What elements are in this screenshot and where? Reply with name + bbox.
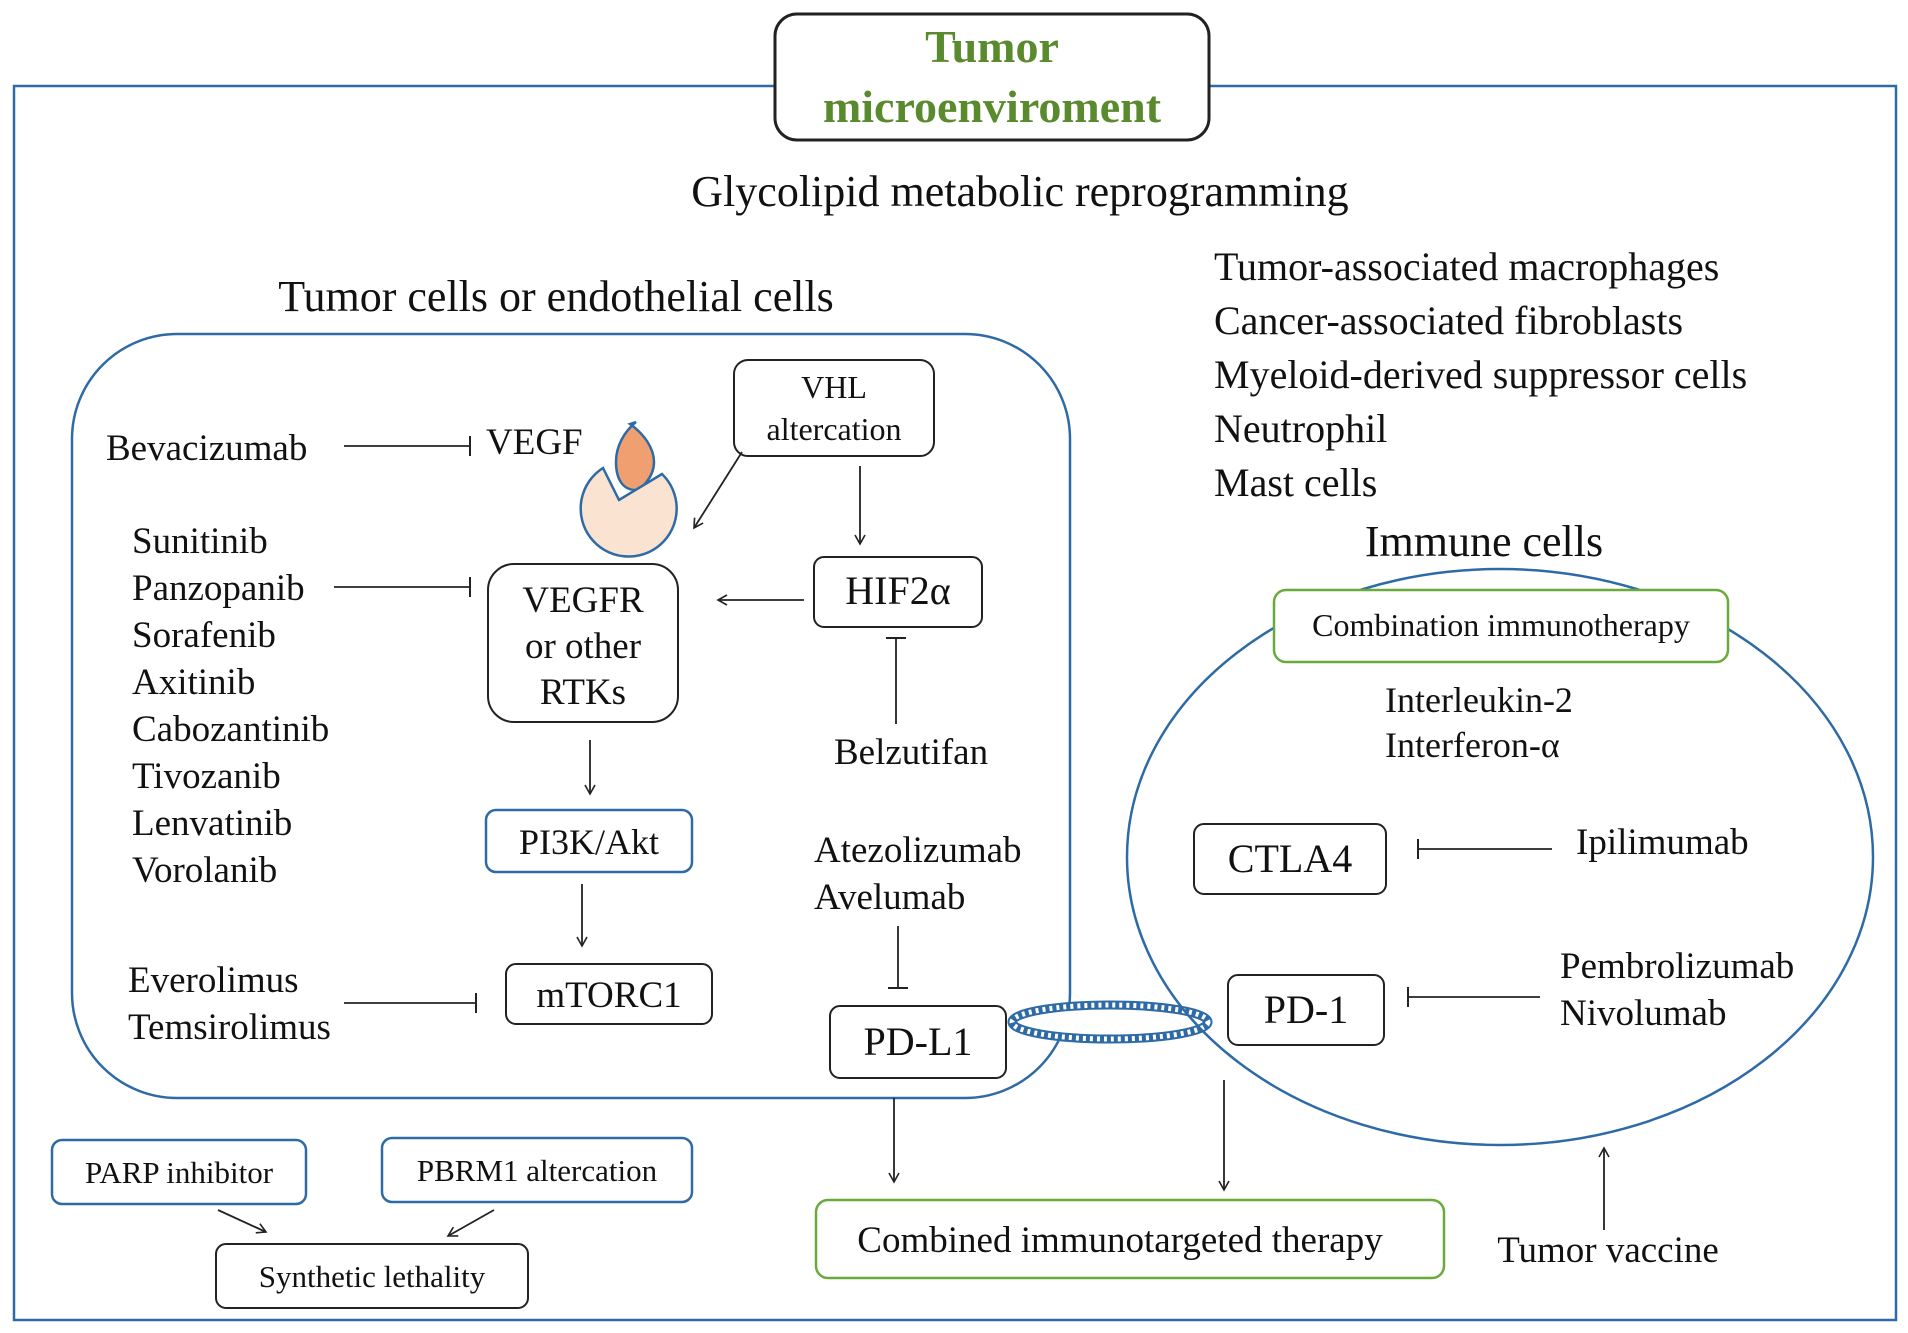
drug-bevacizumab: Bevacizumab [106, 428, 307, 469]
cytokine-interferon-alpha: Interferon-α [1385, 725, 1560, 765]
synthetic-lethality-box [215, 1243, 529, 1309]
drug-sorafenib: Sorafenib [132, 615, 276, 656]
drug-vorolanib: Vorolanib [132, 850, 277, 891]
tumor-cells-heading: Tumor cells or endothelial cells [278, 272, 834, 321]
pi3k-akt-box [484, 808, 694, 874]
subtitle: Glycolipid metabolic reprogramming [691, 167, 1348, 216]
drug-belzutifan: Belzutifan [834, 732, 988, 773]
cell-cancer-associated-fibroblasts: Cancer-associated fibroblasts [1214, 298, 1683, 343]
label-vegf: VEGF [486, 422, 583, 463]
title-line2: microenviroment [823, 81, 1162, 132]
drug-atezolizumab: Atezolizumab [814, 830, 1022, 871]
drug-ipilimumab: Ipilimumab [1576, 822, 1749, 863]
vegfr-box [487, 563, 679, 723]
parp-inhibitor-label: PARP inhibitor [85, 1155, 274, 1190]
stromal-cell-list: Tumor-associated macrophages Cancer-asso… [1214, 244, 1747, 505]
cell-neutrophil: Neutrophil [1214, 406, 1387, 451]
vegf-receptor-shape [579, 466, 678, 558]
combination-immunotherapy-label: Combination immunotherapy [1312, 607, 1690, 643]
pi3k-akt-label: PI3K/Akt [519, 822, 659, 862]
drug-sunitinib: Sunitinib [132, 521, 268, 562]
drug-panzopanib: Panzopanib [132, 568, 305, 609]
title-box [773, 12, 1211, 142]
pd1-box [1227, 974, 1385, 1046]
vhl-line1: VHL [801, 369, 867, 405]
cell-myeloid-derived-suppressor-cells: Myeloid-derived suppressor cells [1214, 352, 1747, 397]
drug-avelumab: Avelumab [814, 877, 965, 918]
hif2a-label: HIF2α [845, 568, 950, 613]
immune-cell-region [1125, 567, 1875, 1147]
title-line1: Tumor [925, 21, 1059, 72]
combination-immunotherapy-box [1272, 588, 1730, 664]
combined-immunotargeted-therapy-box [814, 1198, 1446, 1280]
drug-lenvatinib: Lenvatinib [132, 803, 292, 844]
vegf-ligand-shape [614, 420, 656, 492]
synthetic-lethality-label: Synthetic lethality [259, 1259, 486, 1294]
cell-mast-cells: Mast cells [1214, 460, 1377, 505]
pd1-label: PD-1 [1264, 987, 1348, 1032]
mtorc1-box [505, 963, 713, 1025]
vhl-altercation-box [733, 359, 935, 457]
ctla4-box [1193, 823, 1387, 895]
vhl-line2: altercation [766, 411, 901, 447]
drug-temsirolimus: Temsirolimus [128, 1007, 331, 1048]
vegfr-line1: VEGFR [522, 580, 644, 621]
cell-tumor-associated-macrophages: Tumor-associated macrophages [1214, 244, 1719, 289]
immune-cells-heading: Immune cells [1365, 517, 1603, 566]
pbrm1-altercation-box [380, 1136, 694, 1204]
drug-nivolumab: Nivolumab [1560, 993, 1726, 1034]
arrow-parp-synthetic [217, 1209, 268, 1234]
vegfr-line3: RTKs [540, 672, 626, 713]
parp-inhibitor-box [50, 1138, 308, 1206]
tki-drug-list: Sunitinib Panzopanib Sorafenib Axitinib … [132, 521, 329, 891]
cytokine-interleukin-2: Interleukin-2 [1385, 680, 1573, 720]
pbrm1-altercation-label: PBRM1 altercation [417, 1153, 658, 1188]
drug-cabozantinib: Cabozantinib [132, 709, 329, 750]
pdl1-label: PD-L1 [864, 1019, 973, 1064]
tumor-cell-region [70, 332, 1072, 1100]
drug-tivozanib: Tivozanib [132, 756, 281, 797]
mtorc1-label: mTORC1 [536, 975, 681, 1016]
vegfr-line2: or other [525, 626, 641, 667]
tumor-vaccine-label: Tumor vaccine [1497, 1230, 1719, 1271]
arrow-pbrm1-synthetic [446, 1209, 495, 1237]
pdl1-box [829, 1005, 1007, 1079]
drug-axitinib: Axitinib [132, 662, 255, 703]
drug-everolimus: Everolimus [128, 960, 299, 1001]
ctla4-label: CTLA4 [1228, 836, 1352, 881]
combined-immunotargeted-therapy-label: Combined immunotargeted therapy [857, 1220, 1383, 1261]
hif2a-box [813, 556, 983, 628]
binding-ring-texture [1009, 1002, 1211, 1042]
arrow-vhl-receptor [693, 451, 743, 530]
drug-pembrolizumab: Pembrolizumab [1560, 946, 1794, 987]
